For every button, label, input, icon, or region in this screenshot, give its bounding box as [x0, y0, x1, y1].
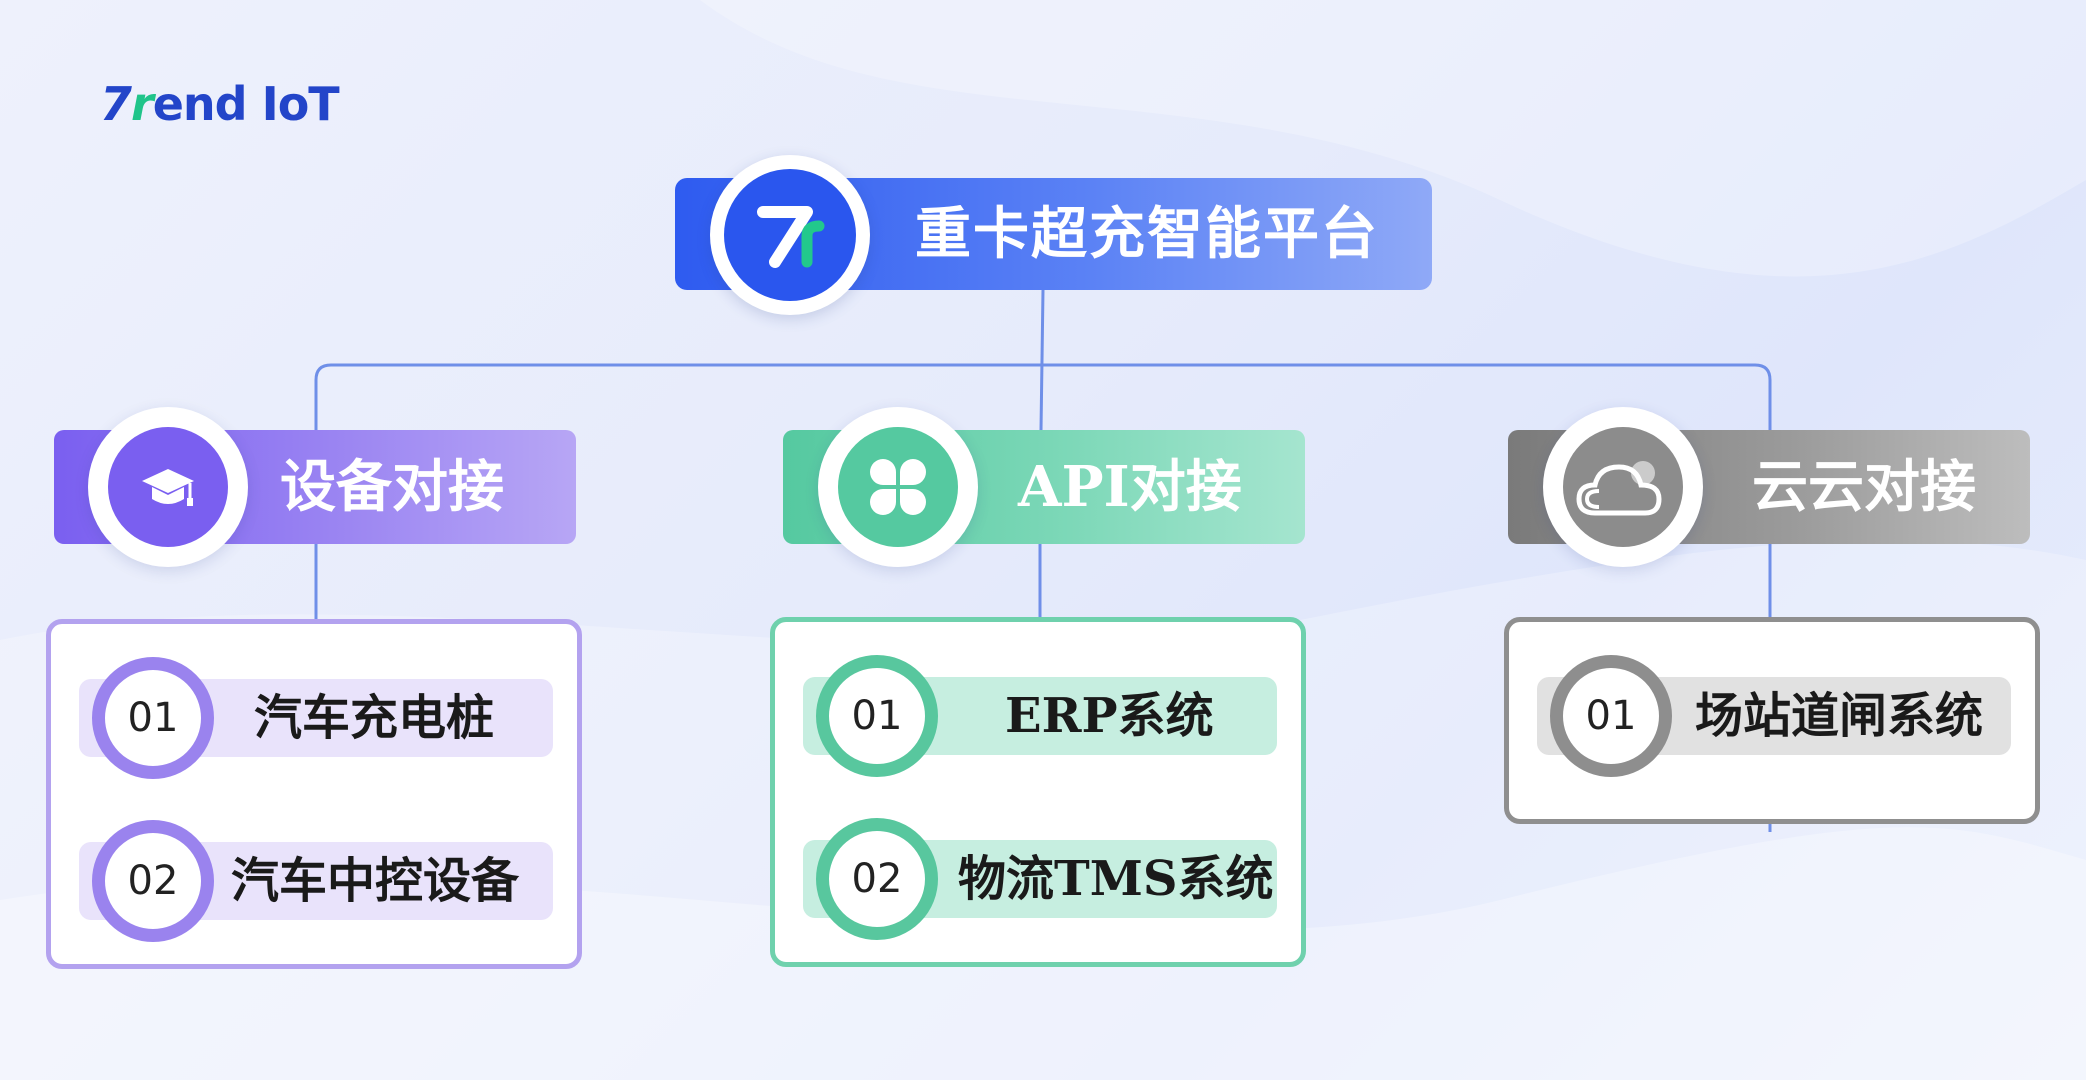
brand-logo: 7rend IoT	[100, 74, 340, 134]
logo-r-glyph: r	[131, 77, 154, 131]
item-number-badge: 02	[816, 818, 938, 940]
category-badge-api	[818, 407, 978, 567]
list-item: 01 ERP系统	[803, 655, 1277, 777]
list-item: 02 物流TMS系统	[803, 818, 1277, 940]
four-petal-icon	[838, 427, 958, 547]
list-box-devices: 01 汽车充电桩 02 汽车中控设备	[46, 619, 582, 969]
item-label: 汽车充电桩	[254, 690, 495, 746]
category-title: API对接	[1018, 454, 1242, 520]
item-number-badge: 01	[816, 655, 938, 777]
category-badge-cloud	[1543, 407, 1703, 567]
category-badge-devices	[88, 407, 248, 567]
item-number-badge: 01	[1550, 655, 1672, 777]
trend-iot-logo-icon	[724, 169, 856, 301]
logo-seven-glyph: 7	[100, 77, 132, 131]
category-title: 设备对接	[280, 454, 504, 520]
root-title: 重卡超充智能平台	[915, 201, 1379, 267]
cloud-icon	[1563, 427, 1683, 547]
list-item: 01 场站道闸系统	[1537, 655, 2011, 777]
list-box-cloud: 01 场站道闸系统	[1504, 617, 2040, 824]
item-number-badge: 01	[92, 657, 214, 779]
logo-rest-text: end IoT	[152, 77, 340, 131]
item-label: 汽车中控设备	[231, 853, 520, 909]
item-label: 场站道闸系统	[1695, 688, 1984, 744]
item-label: 物流TMS系统	[958, 851, 1274, 907]
root-badge	[710, 155, 870, 315]
list-item: 02 汽车中控设备	[79, 820, 553, 942]
item-label: ERP系统	[1005, 688, 1214, 744]
brand-logo-text: 7rend IoT	[100, 77, 340, 131]
graduation-cap-icon	[108, 427, 228, 547]
list-box-api: 01 ERP系统 02 物流TMS系统	[770, 617, 1306, 967]
category-title: 云云对接	[1752, 454, 1976, 520]
list-item: 01 汽车充电桩	[79, 657, 553, 779]
item-number-badge: 02	[92, 820, 214, 942]
